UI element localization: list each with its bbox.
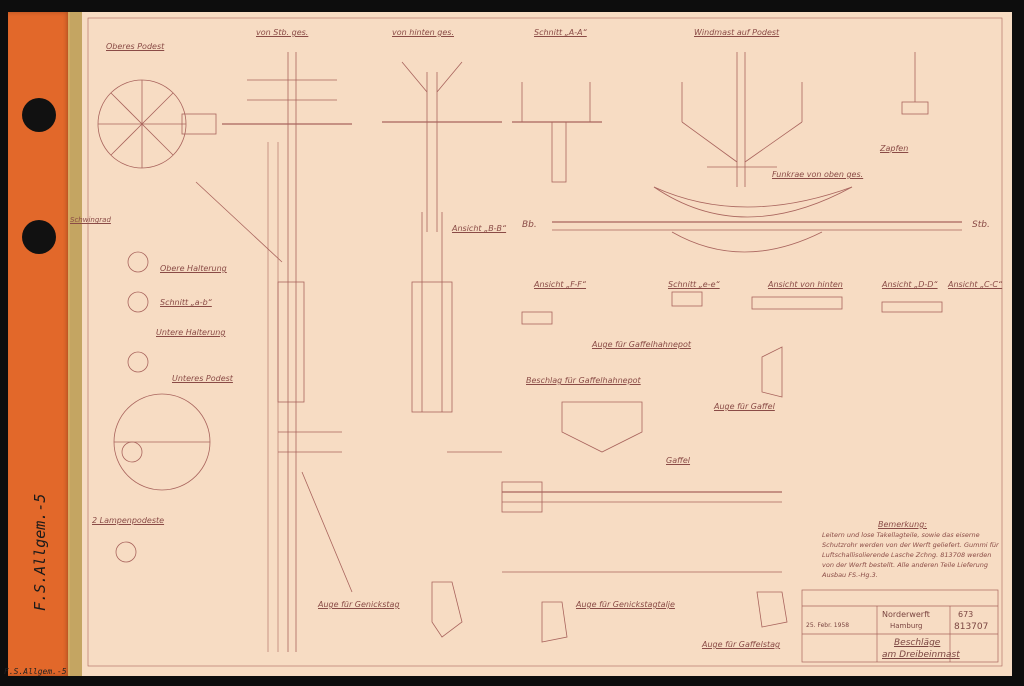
label-lampenpodeste: 2 Lampenpodeste xyxy=(92,516,165,525)
punch-hole xyxy=(22,98,56,132)
technical-drawing xyxy=(87,17,1003,667)
title-block-drawing-no: 813707 xyxy=(954,622,989,632)
ladder-drawing xyxy=(267,142,279,652)
spine-label: F.S.Allgem.-5 xyxy=(10,432,70,632)
title-block-company: Norderwerft xyxy=(882,610,930,619)
label-ansicht-hinten: Ansicht von hinten xyxy=(768,280,843,289)
title-block-date: 25. Febr. 1958 xyxy=(806,622,850,629)
label-ansicht-bb: Ansicht „B-B“ xyxy=(452,224,507,233)
schnitt-aa-drawing xyxy=(512,82,602,183)
label-untere-halterung: Untere Halterung xyxy=(156,328,226,337)
label-auge-gaffelstag: Auge für Gaffelstag xyxy=(702,640,781,649)
label-ansicht-dd: Ansicht „D-D“ xyxy=(882,280,938,289)
label-auge-genickstag: Auge für Genickstag xyxy=(318,600,400,609)
label-schwingrad: Schwingrad xyxy=(70,216,111,224)
windmast-drawing xyxy=(681,52,803,187)
bottom-reference-mark: F.S.Allgem.-5 xyxy=(4,667,67,676)
label-auge-gaffelhahnepot: Auge für Gaffelhahnepot xyxy=(592,340,691,349)
label-von-stb: von Stb. ges. xyxy=(256,28,309,37)
title-block-number-top: 673 xyxy=(958,610,974,619)
gaffel-drawing xyxy=(501,481,782,573)
label-schnitt-ab: Schnitt „a-b“ xyxy=(160,298,212,307)
mast-von-stb-drawing xyxy=(195,52,353,652)
funkrae-drawing xyxy=(552,186,962,253)
punch-hole xyxy=(22,220,56,254)
title-block-company-sub: Hamburg xyxy=(890,622,923,630)
label-schnitt-aa: Schnitt „A-A“ xyxy=(534,28,587,37)
label-schnitt-ee: Schnitt „e-e“ xyxy=(668,280,720,289)
title-block-lines xyxy=(801,589,999,663)
remark-title: Bemerkung: xyxy=(878,520,927,529)
mast-von-hinten-drawing xyxy=(382,61,502,453)
label-auge-gaffel: Auge für Gaffel xyxy=(714,402,775,411)
label-beschlag-gaffelhahnepot: Beschlag für Gaffelhahnepot xyxy=(526,376,641,385)
genickstag-drawings xyxy=(431,581,788,643)
remark-text: Leitern und lose Takellagteile, sowie da… xyxy=(822,531,999,579)
sheet-border xyxy=(87,17,1003,667)
title-block-title-2: am Dreibeinmast xyxy=(882,650,960,660)
label-ansicht-cc: Ansicht „C-C“ xyxy=(948,280,1003,289)
title-block-title-1: Beschläge xyxy=(894,638,941,648)
label-stb: Stb. xyxy=(972,220,990,230)
label-unteres-podest: Unteres Podest xyxy=(172,374,233,383)
zapfen-drawing xyxy=(901,52,929,115)
label-bb: Bb. xyxy=(522,220,537,230)
label-funkrae: Funkrae von oben ges. xyxy=(772,170,864,179)
label-gaffel: Gaffel xyxy=(666,456,691,465)
drawing-sheet: von Stb. ges. von hinten ges. Schnitt „A… xyxy=(70,12,1012,676)
label-von-hinten: von hinten ges. xyxy=(392,28,454,37)
adhesive-tape-strip xyxy=(68,12,84,676)
halterung-drawings xyxy=(113,251,211,563)
label-oberes-podest: Oberes Podest xyxy=(106,42,165,51)
label-zapfen: Zapfen xyxy=(880,144,909,153)
binder-spine: F.S.Allgem.-5 xyxy=(8,12,70,676)
spine-label-text: F.S.Allgem.-5 xyxy=(31,493,49,611)
label-auge-genickstagtalje: Auge für Genickstagtalje xyxy=(576,600,675,609)
label-windmast: Windmast auf Podest xyxy=(694,28,780,37)
label-ansicht-ff: Ansicht „F-F“ xyxy=(534,280,587,289)
oberes-podest-drawing xyxy=(97,79,217,169)
label-obere-halterung: Obere Halterung xyxy=(160,264,227,273)
small-part-drawings xyxy=(521,291,943,453)
